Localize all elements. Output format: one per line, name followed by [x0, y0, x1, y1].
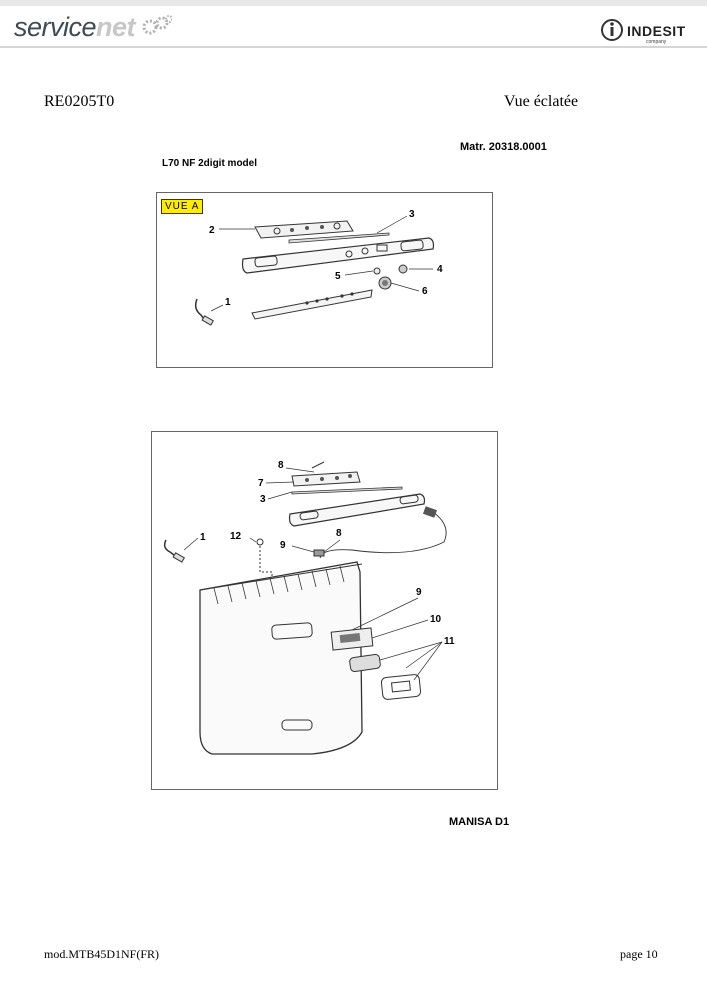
- callout-5: 5: [335, 271, 341, 282]
- exploded-view-control-panel: VUE A: [156, 192, 493, 368]
- figure-caption: MANISA D1: [449, 816, 510, 828]
- part-7-board: [291, 471, 361, 487]
- footer-model: mod.MTB45D1NF(FR): [44, 947, 160, 961]
- door-body: [199, 561, 363, 755]
- model-label: L70 NF 2digit model: [162, 158, 258, 169]
- exploded-view-door: 8 7 3 1 12 9 8 9 10 11: [151, 431, 498, 790]
- header-band: [0, 0, 707, 52]
- callout-12: 12: [230, 531, 242, 542]
- handle-housing: [288, 493, 426, 527]
- servicenet-logo: servicenet: [14, 12, 136, 46]
- indesit-logo-text: INDESIT: [627, 23, 686, 39]
- part-3-strip: [291, 486, 403, 495]
- lower-cover: [251, 289, 373, 320]
- callout-1: 1: [225, 297, 231, 308]
- callout-2: 2: [209, 225, 215, 236]
- part-3-strip: [288, 232, 390, 244]
- callout-7: 7: [258, 478, 264, 489]
- logo-text-net: net: [96, 12, 136, 42]
- callout-9-lower: 9: [416, 587, 422, 598]
- callout-4: 4: [437, 264, 443, 275]
- callout-8-top: 8: [278, 460, 284, 471]
- part-1-sensor: [163, 539, 179, 559]
- callout-1: 1: [200, 532, 206, 543]
- indesit-logo: INDESIT company: [601, 19, 686, 44]
- footer-page: page 10: [620, 947, 658, 961]
- document-kind: Vue éclatée: [504, 93, 579, 110]
- gears-icon: [142, 15, 172, 35]
- callout-10: 10: [430, 614, 442, 625]
- indesit-logo-sub: company: [646, 39, 667, 44]
- callout-11: 11: [444, 636, 455, 647]
- matriculation: Matr. 20318.0001: [460, 141, 547, 153]
- logo-text-service: service: [14, 12, 97, 42]
- control-panel-drawing: 2 3 4 5 6 1: [194, 209, 443, 326]
- housing: [241, 237, 435, 274]
- part-2-board: [254, 220, 354, 239]
- document-code: RE0205T0: [44, 93, 115, 110]
- door-drawing: 8 7 3 1 12 9 8 9 10 11: [163, 460, 455, 755]
- callout-3: 3: [260, 494, 266, 505]
- callout-9-upper: 9: [280, 540, 286, 551]
- vue-a-tag: VUE A: [161, 199, 204, 214]
- callout-8-mid: 8: [336, 528, 342, 539]
- callout-6: 6: [422, 286, 428, 297]
- part-1-sensor: [194, 298, 208, 324]
- callout-3: 3: [409, 209, 415, 220]
